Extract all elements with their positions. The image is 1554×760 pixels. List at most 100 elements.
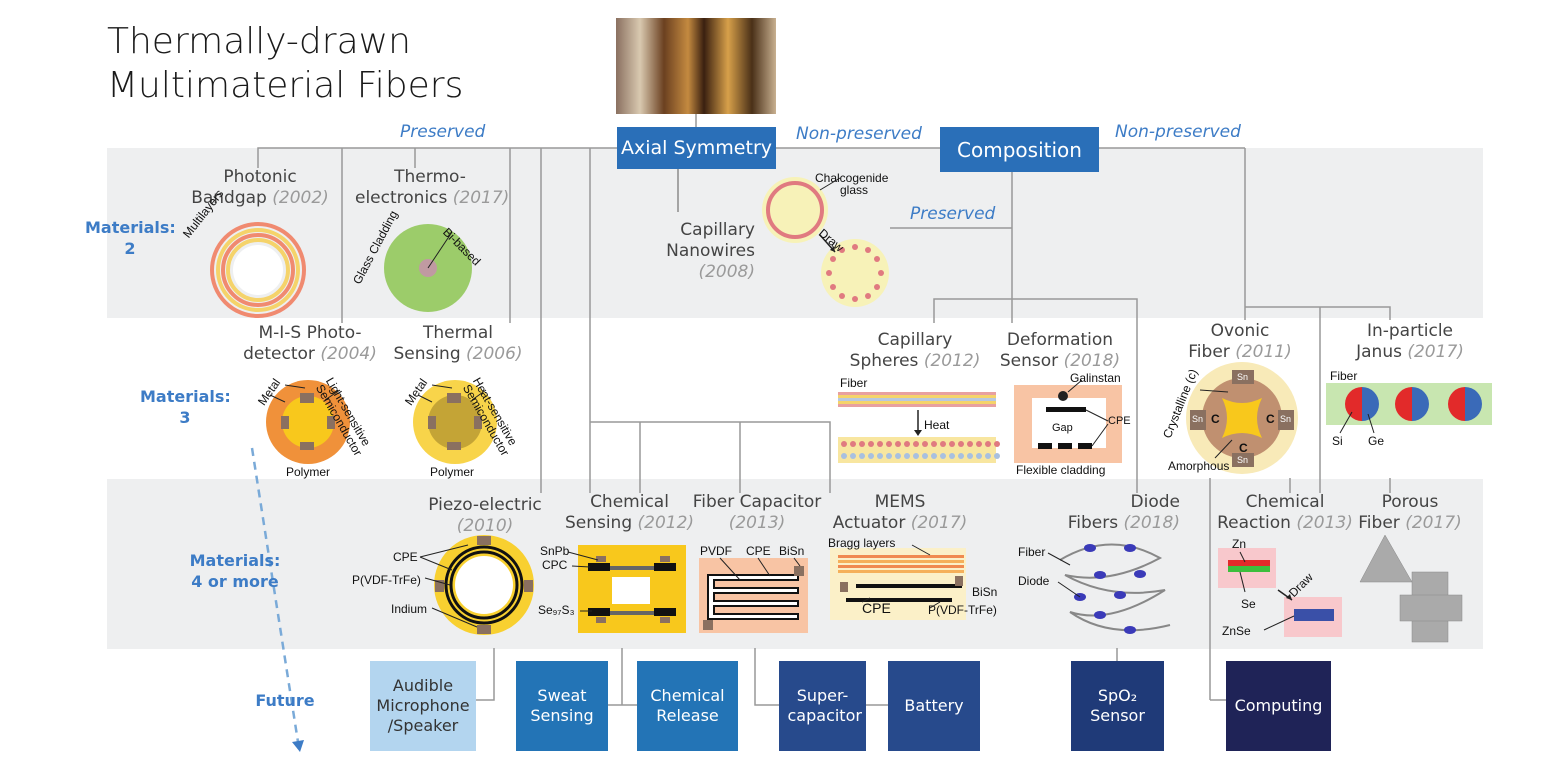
sphere-dot bbox=[931, 453, 937, 459]
ge-label: Ge bbox=[1368, 434, 1385, 448]
indium-label: Indium bbox=[391, 602, 428, 616]
gap-label: Gap bbox=[1052, 422, 1073, 434]
chemical-sensing-title: Chemical Sensing (2012) bbox=[564, 492, 695, 533]
preserved-composition-label: Preserved bbox=[910, 204, 996, 224]
znse-label: ZnSe bbox=[1222, 624, 1251, 638]
mis-photodetector-diagram bbox=[266, 380, 350, 464]
sphere-dot bbox=[994, 453, 1000, 459]
diode-label: Diode bbox=[1018, 574, 1050, 588]
spheres-row bbox=[841, 441, 1000, 459]
sphere-dot bbox=[841, 441, 847, 447]
chemical-sensing-diagram bbox=[567, 545, 686, 633]
sn-label-left: Sn bbox=[1192, 414, 1204, 424]
sphere-dot bbox=[985, 453, 991, 459]
bragg-layers-label: Bragg layers bbox=[828, 536, 896, 550]
pvdf-label: PVDF bbox=[700, 544, 733, 558]
sphere-dot bbox=[913, 453, 919, 459]
zn-label: Zn bbox=[1232, 537, 1247, 551]
piezoelectric-diagram bbox=[419, 535, 534, 635]
materials-3-label: Materials:3 bbox=[140, 387, 231, 427]
mis-photodetector-title: M-I-S Photo- detector (2004) bbox=[243, 323, 377, 364]
sphere-dot bbox=[958, 441, 964, 447]
chemical-reaction-title: Chemical Reaction (2013) bbox=[1217, 492, 1353, 533]
sphere-dot bbox=[850, 453, 856, 459]
c-label-bottom: C bbox=[1239, 441, 1248, 455]
thermoelectronics-diagram bbox=[384, 224, 472, 312]
sphere-dot bbox=[859, 453, 865, 459]
sphere-dot bbox=[949, 441, 955, 447]
polymer-label-1: Polymer bbox=[286, 465, 331, 479]
galinstan-label: Galinstan bbox=[1070, 371, 1121, 385]
mems-actuator-title: MEMS Actuator (2017) bbox=[832, 492, 968, 533]
cpe-label-3: CPE bbox=[746, 544, 771, 558]
porous-fiber-title: Porous Fiber (2017) bbox=[1358, 492, 1462, 533]
sphere-dot bbox=[913, 441, 919, 447]
capillary-nanowires-title: Capillary Nanowires (2008) bbox=[666, 220, 755, 282]
sphere-dot bbox=[967, 453, 973, 459]
sphere-dot bbox=[886, 441, 892, 447]
sphere-dot bbox=[994, 441, 1000, 447]
fiber-photo bbox=[616, 18, 776, 114]
thermal-sensing-title: Thermal Sensing (2006) bbox=[393, 323, 523, 364]
cpe-label-1: CPE bbox=[1108, 415, 1131, 427]
future-audible-microphone: Audible Microphone /Speaker bbox=[370, 661, 476, 751]
future-label: Future bbox=[255, 691, 315, 710]
thermal-sensing-diagram bbox=[413, 380, 497, 464]
sphere-dot bbox=[976, 441, 982, 447]
future-chemical-release: Chemical Release bbox=[637, 661, 738, 751]
cpe-label-2: CPE bbox=[393, 550, 418, 564]
photonic-bandgap-diagram bbox=[210, 222, 306, 318]
thermoelectronics-title: Thermo- electronics (2017) bbox=[355, 167, 510, 208]
sn-label-right: Sn bbox=[1280, 414, 1292, 424]
sphere-dot bbox=[877, 453, 883, 459]
sphere-dot bbox=[859, 441, 865, 447]
chemical-reaction-diagram bbox=[1218, 548, 1342, 637]
bisn-label-1: BiSn bbox=[779, 544, 805, 558]
future-spo2-sensor: SpO₂ Sensor bbox=[1071, 661, 1164, 751]
sphere-dot bbox=[877, 441, 883, 447]
sn-label-top: Sn bbox=[1237, 372, 1249, 382]
title-line-1: Thermally-drawn bbox=[107, 21, 411, 62]
fiber-label-1: Fiber bbox=[840, 376, 868, 390]
flexible-cladding-label: Flexible cladding bbox=[1016, 463, 1106, 477]
sphere-dot bbox=[850, 441, 856, 447]
mems-actuator-diagram bbox=[830, 544, 966, 620]
pvdf-trfe-label-2: P(VDF-TrFe) bbox=[928, 603, 997, 617]
sphere-dot bbox=[904, 441, 910, 447]
heat-label: Heat bbox=[924, 418, 950, 432]
sphere-dot bbox=[922, 453, 928, 459]
sphere-dot bbox=[958, 453, 964, 459]
sphere-dot bbox=[895, 441, 901, 447]
sphere-dot bbox=[940, 441, 946, 447]
photonic-bandgap-title: Photonic Bandgap (2002) bbox=[191, 167, 329, 208]
sphere-dot bbox=[886, 453, 892, 459]
polymer-label-2: Polymer bbox=[430, 465, 475, 479]
snpb-label: SnPb bbox=[540, 544, 570, 558]
pvdf-trfe-label-1: P(VDF-TrFe) bbox=[352, 573, 421, 587]
materials-4-label: Materials:4 or more bbox=[189, 551, 281, 591]
sphere-dot bbox=[841, 453, 847, 459]
janus-diagram bbox=[1326, 383, 1492, 434]
future-sweat-sensing: Sweat Sensing bbox=[516, 661, 608, 751]
sn-label-bottom: Sn bbox=[1237, 455, 1249, 465]
deformation-sensor-diagram bbox=[1014, 379, 1122, 463]
deformation-sensor-title: Deformation Sensor (2018) bbox=[999, 330, 1121, 371]
se97s3-label: Se₉₇S₃ bbox=[538, 603, 575, 617]
glass-label: glass bbox=[840, 183, 869, 197]
fiber-capacitor-title: Fiber Capacitor (2013) bbox=[692, 492, 822, 533]
composition-box: Composition bbox=[940, 127, 1099, 172]
si-label: Si bbox=[1332, 434, 1343, 448]
c-label-right: C bbox=[1266, 412, 1275, 426]
cpe-label-4: CPE bbox=[862, 600, 891, 616]
ovonic-fiber-title: Ovonic Fiber (2011) bbox=[1188, 321, 1292, 362]
sphere-dot bbox=[949, 453, 955, 459]
fiber-label-2: Fiber bbox=[1330, 369, 1358, 383]
page-title: Thermally-drawn Multimaterial Fibers bbox=[107, 20, 463, 108]
sphere-dot bbox=[904, 453, 910, 459]
materials-2-label: Materials:2 bbox=[85, 218, 176, 258]
future-supercapacitor: Super-capacitor bbox=[779, 661, 866, 751]
capillary-nanowires-diagram bbox=[762, 177, 889, 307]
porous-fiber-diagram bbox=[1359, 534, 1463, 643]
capillary-spheres-diagram bbox=[838, 392, 1000, 463]
